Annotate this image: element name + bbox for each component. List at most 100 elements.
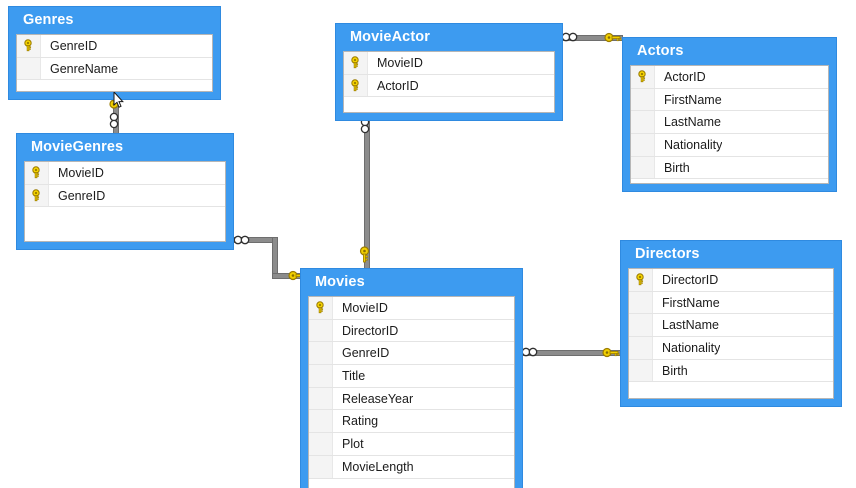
entity-field-label: Birth	[662, 363, 688, 378]
field-gutter-empty	[631, 156, 655, 179]
entity-field-list: MovieID ActorID	[343, 51, 555, 113]
field-gutter-empty	[631, 88, 655, 111]
primary-key-icon	[309, 297, 333, 319]
field-gutter-empty	[17, 57, 41, 80]
primary-key-icon	[25, 184, 49, 207]
entity-field-row[interactable]: FirstName	[631, 88, 828, 112]
entity-field-label: MovieID	[58, 165, 104, 180]
entity-field-row[interactable]: DirectorID	[629, 269, 833, 292]
entity-field-row[interactable]: GenreID	[309, 342, 514, 366]
entity-field-label: MovieID	[342, 300, 388, 315]
entity-field-row[interactable]: GenreName	[17, 57, 212, 81]
entity-field-row[interactable]: Plot	[309, 433, 514, 456]
entity-title: MovieGenres	[31, 139, 124, 155]
entity-field-label: GenreID	[342, 346, 390, 361]
relationship-one-key-icon-movies-actor	[358, 245, 372, 265]
entity-field-row[interactable]: GenreID	[25, 184, 225, 208]
entity-field-label: ActorID	[664, 69, 706, 84]
entity-field-row[interactable]: Nationality	[631, 134, 828, 157]
entity-title: MovieActor	[350, 29, 430, 45]
field-gutter-empty	[629, 337, 653, 359]
entity-field-label: MovieLength	[342, 459, 414, 474]
entity-field-label: Nationality	[662, 340, 721, 355]
entity-field-label: FirstName	[664, 92, 722, 107]
entity-field-list: GenreID GenreName	[16, 34, 213, 92]
relationship-many-infinity-icon-moviegenres-movies	[233, 233, 252, 247]
entity-field-row[interactable]: DirectorID	[309, 319, 514, 343]
field-gutter-empty	[309, 455, 333, 478]
entity-field-row[interactable]: Birth	[631, 156, 828, 180]
entity-field-label: LastName	[664, 115, 721, 130]
entity-field-row[interactable]: ReleaseYear	[309, 387, 514, 411]
entity-field-label: Birth	[664, 160, 690, 175]
entity-field-label: DirectorID	[662, 272, 719, 287]
entity-field-label: LastName	[662, 318, 719, 333]
entity-field-label: DirectorID	[342, 323, 399, 338]
entity-field-label: GenreID	[58, 188, 106, 203]
mouse-cursor-icon	[113, 90, 124, 108]
entity-field-row[interactable]: ActorID	[344, 74, 554, 98]
entity-field-row[interactable]: MovieID	[344, 52, 554, 75]
entity-field-row[interactable]: Birth	[629, 359, 833, 383]
entity-field-row[interactable]: FirstName	[629, 291, 833, 315]
entity-field-label: ActorID	[377, 78, 419, 93]
entity-empty-area	[629, 382, 833, 398]
entity-field-label: FirstName	[662, 295, 720, 310]
field-gutter-empty	[629, 314, 653, 337]
entity-field-row[interactable]: MovieID	[25, 162, 225, 185]
entity-empty-area	[25, 207, 225, 241]
field-gutter-empty	[629, 359, 653, 382]
entity-field-row[interactable]: LastName	[631, 111, 828, 135]
field-gutter-empty	[309, 365, 333, 387]
entity-field-label: MovieID	[377, 55, 423, 70]
field-gutter-empty	[309, 319, 333, 342]
field-gutter-empty	[309, 342, 333, 365]
relationship-many-infinity-icon-movieactor-actors	[561, 30, 580, 44]
entity-empty-area	[17, 80, 212, 91]
relationship-one-key-icon-directors	[602, 346, 621, 359]
entity-field-row[interactable]: LastName	[629, 314, 833, 338]
primary-key-icon	[344, 74, 368, 97]
entity-field-row[interactable]: Title	[309, 365, 514, 388]
primary-key-icon	[631, 66, 655, 88]
field-gutter-empty	[309, 387, 333, 410]
entity-field-list: MovieID GenreID	[24, 161, 226, 242]
entity-empty-area	[309, 478, 514, 488]
field-gutter-empty	[631, 111, 655, 134]
entity-empty-area	[344, 97, 554, 112]
entity-field-label: ReleaseYear	[342, 391, 414, 406]
entity-field-row[interactable]: MovieID	[309, 297, 514, 320]
entity-field-row[interactable]: GenreID	[17, 35, 212, 58]
entity-field-row[interactable]: Rating	[309, 410, 514, 434]
relationship-many-infinity-icon-movies-directors	[521, 345, 540, 359]
primary-key-icon	[344, 52, 368, 74]
field-gutter-empty	[629, 291, 653, 314]
entity-field-label: GenreID	[50, 38, 98, 53]
entity-empty-area	[631, 179, 828, 183]
relationship-one-key-icon-actors	[604, 31, 623, 44]
entity-field-label: GenreName	[50, 61, 119, 76]
entity-field-row[interactable]: ActorID	[631, 66, 828, 89]
field-gutter-empty	[631, 134, 655, 156]
entity-title: Directors	[635, 246, 700, 262]
entity-title: Movies	[315, 274, 365, 290]
entity-field-row[interactable]: MovieLength	[309, 455, 514, 479]
entity-field-row[interactable]: Nationality	[629, 337, 833, 360]
field-gutter-empty	[309, 410, 333, 433]
entity-field-label: Plot	[342, 436, 364, 451]
entity-field-label: Title	[342, 368, 366, 383]
relationship-many-infinity-icon-moviegenres	[108, 112, 120, 130]
primary-key-icon	[17, 35, 41, 57]
entity-title: Actors	[637, 43, 684, 59]
primary-key-icon	[25, 162, 49, 184]
